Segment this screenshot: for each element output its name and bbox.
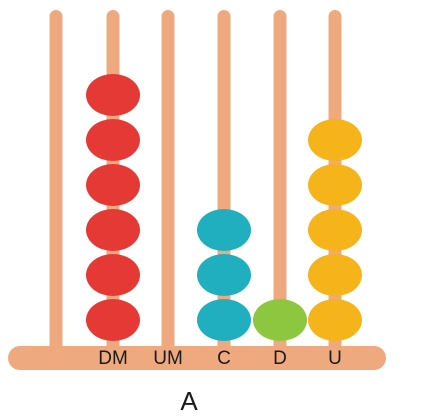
bead-dm xyxy=(86,164,140,206)
bead-u xyxy=(308,299,362,341)
bead-c xyxy=(197,209,251,251)
beads-layer xyxy=(86,74,362,341)
bead-dm xyxy=(86,119,140,161)
bead-dm xyxy=(86,299,140,341)
figure-caption: A xyxy=(180,386,198,416)
bead-dm xyxy=(86,74,140,116)
column-label-u: U xyxy=(328,348,342,369)
bead-c xyxy=(197,299,251,341)
column-label-c: C xyxy=(217,348,231,369)
column-label-dm: DM xyxy=(98,348,128,369)
bead-dm xyxy=(86,209,140,251)
bead-u xyxy=(308,254,362,296)
bead-u xyxy=(308,119,362,161)
labels-layer: DM UM C D U xyxy=(98,348,342,369)
abacus-rod xyxy=(161,10,175,352)
bead-u xyxy=(308,164,362,206)
bead-c xyxy=(197,254,251,296)
abacus-base xyxy=(8,346,386,370)
abacus-rod xyxy=(49,10,63,352)
column-label-d: D xyxy=(273,348,287,369)
bead-d xyxy=(253,299,307,341)
abacus-rod xyxy=(273,10,287,352)
column-label-um: UM xyxy=(153,348,183,369)
bead-u xyxy=(308,209,362,251)
bead-dm xyxy=(86,254,140,296)
